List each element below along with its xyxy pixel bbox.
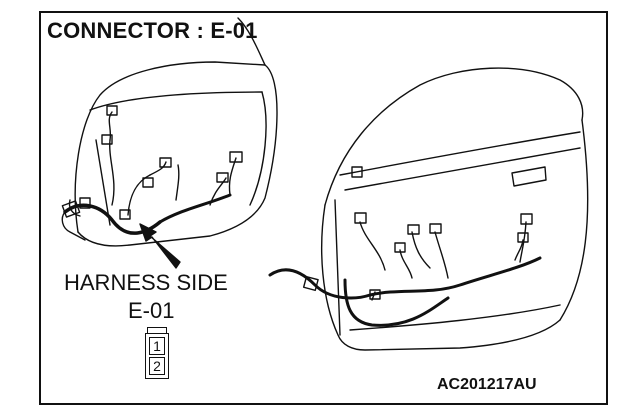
left-door-outline xyxy=(74,17,278,247)
left-connector-boxes xyxy=(61,105,243,220)
pin-2: 2 xyxy=(149,357,165,375)
connector-id-label: E-01 xyxy=(128,298,175,323)
right-door-harness xyxy=(268,221,542,327)
diagram-title: CONNECTOR : E-01 xyxy=(47,18,258,43)
left-door-harness xyxy=(61,111,237,241)
harness-side-label: HARNESS SIDE xyxy=(64,270,228,295)
right-connector-boxes xyxy=(302,166,533,300)
figure-code: AC201217AU xyxy=(437,376,537,393)
connector-latch xyxy=(147,327,167,333)
connector-pin-diagram: 1 2 xyxy=(145,327,169,379)
connector-body xyxy=(145,333,169,379)
right-door-outline xyxy=(321,67,589,351)
pin-1: 1 xyxy=(149,337,165,355)
pointer-arrow xyxy=(139,223,181,269)
diagram-frame xyxy=(39,11,608,405)
